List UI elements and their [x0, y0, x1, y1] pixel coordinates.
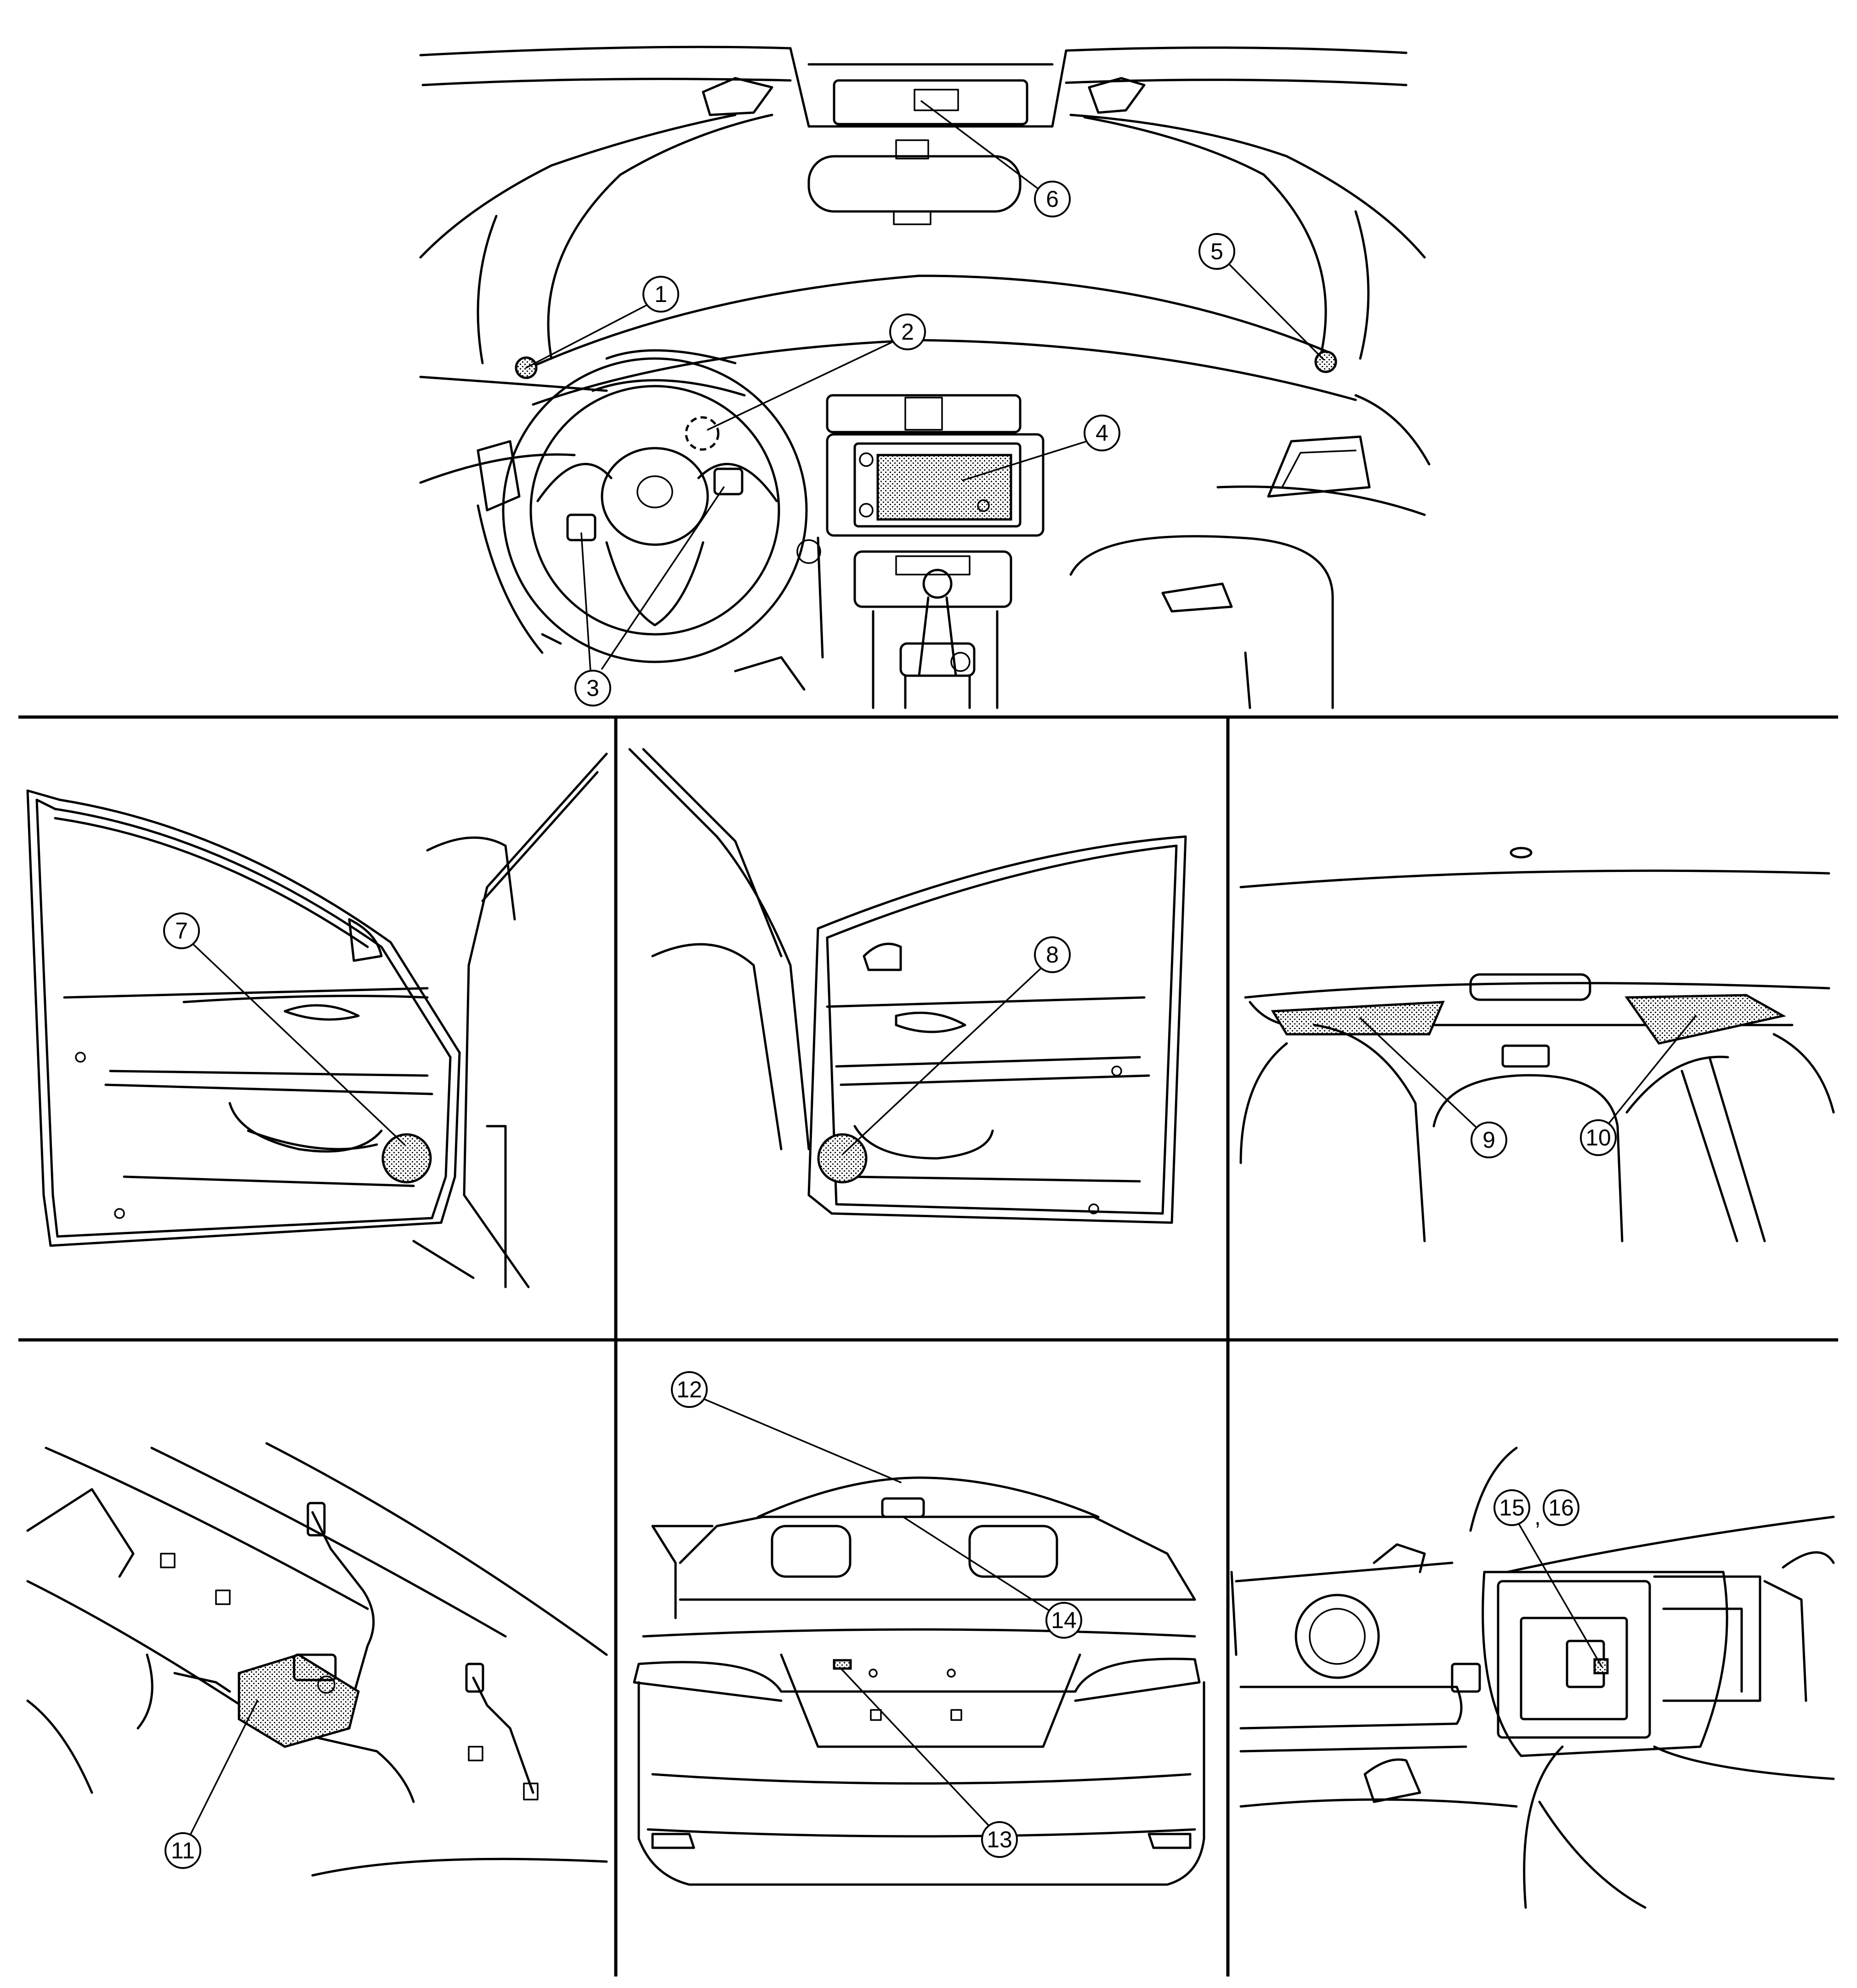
rear-parcel-shelf-panel [1239, 847, 1835, 1242]
callout-1 [642, 276, 679, 313]
callout-15-label: 15 [1499, 1495, 1525, 1521]
callout-15 [1494, 1489, 1530, 1526]
callout-9 [1471, 1122, 1507, 1158]
callout-5-label: 5 [1210, 239, 1223, 264]
callout-16-label: 16 [1548, 1495, 1574, 1521]
callout-14-label: 14 [1051, 1607, 1077, 1633]
dashboard-panel [419, 46, 1431, 709]
trunk-lid-inner-panel [26, 1442, 608, 1877]
callout-4 [1084, 415, 1120, 451]
callout-4-label: 4 [1096, 420, 1108, 446]
callout-10 [1580, 1119, 1617, 1156]
callout-14 [1045, 1602, 1082, 1639]
center-console-panel [1230, 1447, 1835, 1909]
callout-separator: , [1534, 1504, 1541, 1530]
callout-1-label: 1 [654, 281, 667, 307]
callout-5 [1198, 233, 1235, 270]
callout-16 [1543, 1489, 1579, 1526]
callout-7-label: 7 [175, 918, 188, 944]
callout-8-label: 8 [1046, 942, 1059, 968]
callout-3-label: 3 [586, 675, 599, 701]
callout-11-label: 11 [171, 1838, 195, 1863]
panel-dividers [18, 715, 1838, 1977]
callout-2 [889, 313, 926, 350]
callout-12-label: 12 [676, 1377, 702, 1402]
vehicle-rear-panel [633, 1476, 1205, 1886]
callout-9-label: 9 [1482, 1127, 1495, 1153]
front-door-lh-panel [26, 752, 608, 1288]
callout-13-label: 13 [987, 1827, 1012, 1852]
callout-13 [981, 1821, 1018, 1858]
callout-8 [1034, 936, 1071, 973]
callouts: 1 2 3 4 5 6 7 8 9 10 [163, 100, 1697, 1869]
callout-11 [165, 1832, 201, 1869]
callout-7 [163, 912, 200, 949]
callout-3 [574, 670, 611, 706]
front-door-rh-panel [628, 748, 1187, 1224]
callout-12 [671, 1371, 708, 1408]
callout-6-label: 6 [1046, 186, 1059, 212]
callout-6 [1034, 181, 1071, 217]
callout-2-label: 2 [901, 319, 914, 345]
callout-10-label: 10 [1585, 1125, 1611, 1151]
